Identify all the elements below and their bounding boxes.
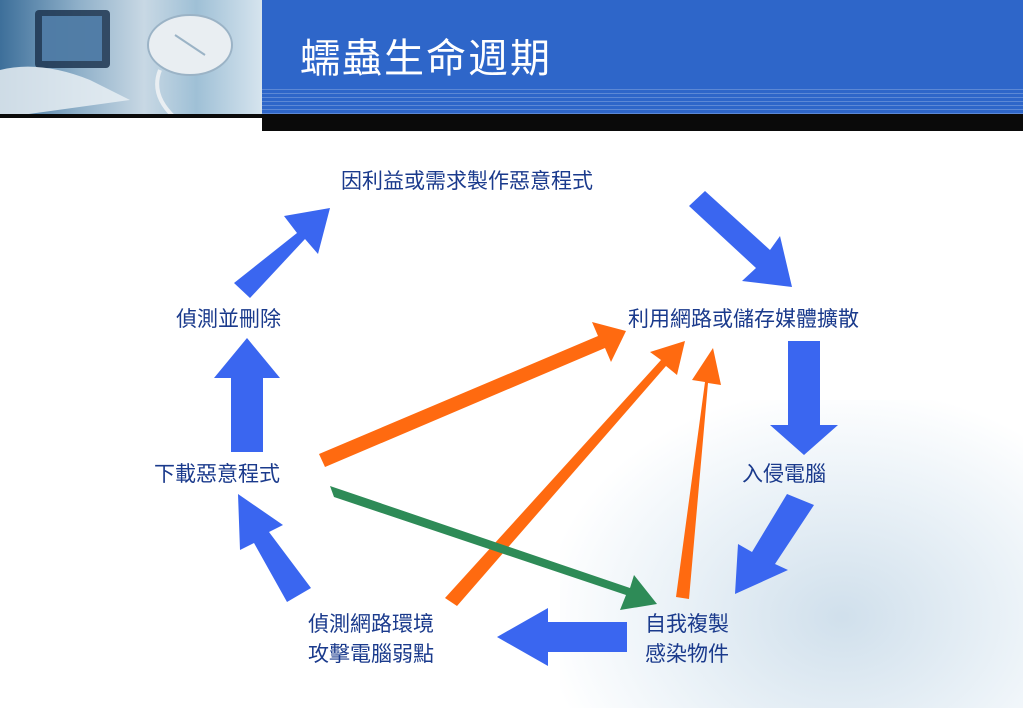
node-download: 下載惡意程式: [154, 462, 280, 486]
arrow-delete-to-create: [234, 208, 330, 298]
node-scan-line1: 偵測網路環境: [308, 612, 434, 636]
arrow-replicate-to-spread: [676, 348, 721, 599]
node-replicate-line1: 自我複製: [645, 612, 729, 636]
node-create-malware: 因利益或需求製作惡意程式: [341, 169, 593, 193]
arrow-invade-to-replicate: [735, 494, 814, 594]
arrow-download-to-replicate: [330, 486, 657, 610]
node-scan-attack: 偵測網路環境 攻擊電腦弱點: [308, 609, 434, 669]
arrow-scan-to-download: [238, 494, 311, 602]
node-detect-delete: 偵測並刪除: [176, 307, 281, 331]
node-scan-line2: 攻擊電腦弱點: [308, 642, 434, 666]
node-invade: 入侵電腦: [742, 462, 826, 486]
header-rule: [262, 114, 1023, 131]
node-spread: 利用網路或儲存媒體擴散: [628, 307, 859, 331]
title-bar-texture: [262, 88, 1023, 114]
node-replicate: 自我複製 感染物件: [645, 609, 729, 669]
title-bar: [262, 0, 1023, 88]
arrow-download-to-spread: [319, 322, 626, 467]
header-photo-rule: [0, 114, 262, 118]
arrow-spread-to-invade: [770, 341, 838, 455]
header-photo: [0, 0, 262, 120]
arrow-replicate-to-scan: [497, 608, 627, 666]
background-watermark: [560, 400, 1023, 708]
node-replicate-line2: 感染物件: [645, 642, 729, 666]
slide-title: 蠕蟲生命週期: [300, 36, 552, 82]
arrow-scan-to-spread: [445, 341, 685, 606]
arrow-download-to-delete: [214, 338, 280, 452]
arrow-create-to-spread: [689, 191, 792, 287]
